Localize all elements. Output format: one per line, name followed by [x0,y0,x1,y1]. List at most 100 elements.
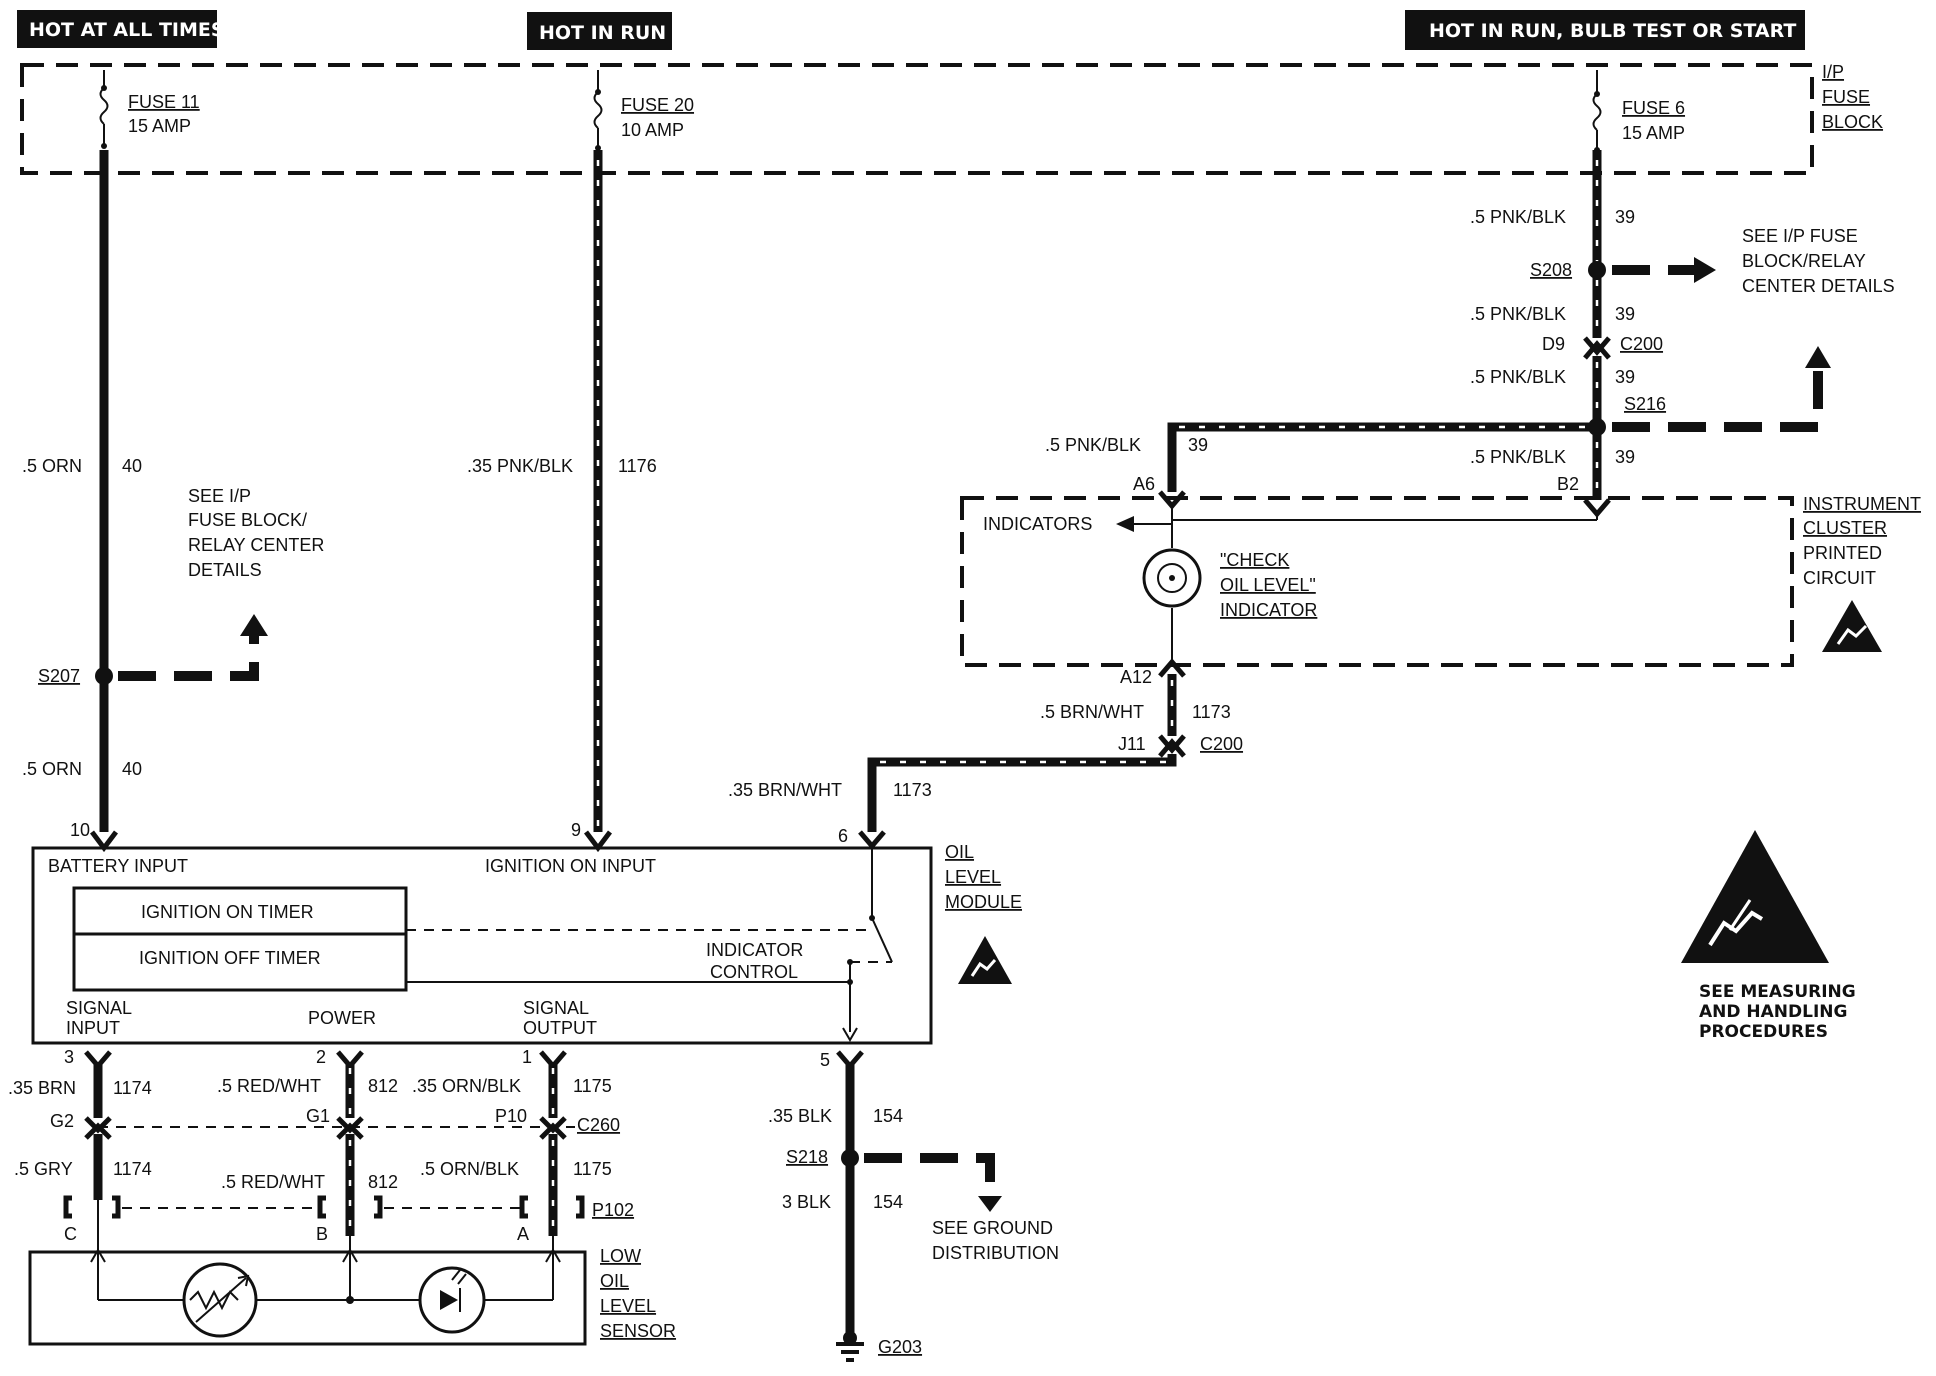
svg-text:OIL: OIL [600,1271,629,1291]
svg-text:INDICATOR: INDICATOR [706,940,803,960]
svg-text:39: 39 [1615,207,1635,227]
see-ground-distribution-note: SEE GROUND DISTRIBUTION [932,1218,1059,1263]
svg-text:SEE GROUND: SEE GROUND [932,1218,1053,1238]
svg-text:.5 PNK/BLK: .5 PNK/BLK [1470,207,1566,227]
svg-text:2: 2 [316,1047,326,1067]
svg-text:1174: 1174 [113,1078,152,1098]
svg-text:812: 812 [368,1076,398,1096]
svg-text:J11: J11 [1118,734,1146,754]
svg-text:FUSE: FUSE [1822,87,1870,107]
fuse-20: FUSE 20 10 AMP [593,70,694,151]
svg-text:LEVEL: LEVEL [600,1296,656,1316]
signal-input-label: SIGNAL INPUT [66,998,132,1038]
check-oil-level-indicator-icon [1142,548,1202,608]
wire-circuit-39-main [1583,150,1611,518]
pin-a6-label: A6 [1133,474,1155,494]
svg-text:SIGNAL: SIGNAL [523,998,589,1018]
svg-text:AND HANDLING: AND HANDLING [1699,1002,1847,1022]
instrument-cluster-outline [960,496,1794,667]
svg-text:"CHECK: "CHECK [1220,550,1289,570]
check-oil-level-indicator-label: "CHECK OIL LEVEL" INDICATOR [1220,550,1317,620]
svg-text:812: 812 [368,1172,398,1192]
wire-label-39-c: .5 PNK/BLK 39 [1470,367,1635,387]
svg-text:SENSOR: SENSOR [600,1321,676,1341]
low-oil-level-sensor [28,1250,587,1346]
svg-text:INPUT: INPUT [66,1018,120,1038]
svg-text:39: 39 [1615,304,1635,324]
wire-circuit-154 [836,1050,864,1338]
svg-text:C200: C200 [1620,334,1663,354]
svg-text:.5 ORN: .5 ORN [22,759,82,779]
oil-level-module-label: OIL LEVEL MODULE [945,842,1022,912]
ignition-on-input-label: IGNITION ON INPUT [485,856,656,876]
pin-9-label: 9 [571,820,581,840]
wire-label-40-top: .5 ORN 40 [22,456,142,476]
header-hot-in-run-bulb-test: HOT IN RUN, BULB TEST OR START [1405,10,1805,50]
svg-text:S207: S207 [38,666,80,686]
svg-text:CLUSTER: CLUSTER [1803,518,1887,538]
cluster-internal-wiring [1116,506,1598,660]
svg-text:BLOCK: BLOCK [1822,112,1883,132]
svg-text:.35 PNK/BLK: .35 PNK/BLK [467,456,573,476]
svg-text:C260: C260 [577,1115,620,1135]
wire-label-1173-a: .5 BRN/WHT 1173 [1040,702,1231,722]
svg-text:5: 5 [820,1050,830,1070]
svg-text:BLOCK/RELAY: BLOCK/RELAY [1742,251,1866,271]
header-hot-at-all-times: HOT AT ALL TIMES [17,10,225,48]
svg-text:.5 BRN/WHT: .5 BRN/WHT [1040,702,1144,722]
svg-text:SIGNAL: SIGNAL [66,998,132,1018]
svg-text:39: 39 [1188,435,1208,455]
svg-text:LOW: LOW [600,1246,641,1266]
svg-text:DETAILS: DETAILS [188,560,262,580]
svg-text:G2: G2 [50,1111,74,1131]
svg-text:39: 39 [1615,367,1635,387]
svg-text:15 AMP: 15 AMP [1622,123,1685,143]
svg-text:LEVEL: LEVEL [945,867,1001,887]
svg-text:P102: P102 [592,1200,634,1220]
svg-text:154: 154 [873,1106,903,1126]
svg-text:10 AMP: 10 AMP [621,120,684,140]
svg-text:SEE I/P FUSE: SEE I/P FUSE [1742,226,1858,246]
svg-text:.35 ORN/BLK: .35 ORN/BLK [412,1076,521,1096]
svg-text:3 BLK: 3 BLK [782,1192,831,1212]
wire-label-1176: .35 PNK/BLK 1176 [467,456,657,476]
svg-text:HOT IN RUN, BULB TEST OR START: HOT IN RUN, BULB TEST OR START [1429,20,1796,42]
instrument-cluster-label: INSTRUMENT CLUSTER PRINTED CIRCUIT [1803,494,1921,588]
svg-text:I/P: I/P [1822,62,1844,82]
svg-text:3: 3 [64,1047,74,1067]
led-icon [418,1266,486,1334]
svg-text:P10: P10 [495,1106,527,1126]
wire-label-40-bottom: .5 ORN 40 [22,759,142,779]
wire-circuit-1173 [858,658,1186,850]
svg-text:RELAY CENTER: RELAY CENTER [188,535,324,555]
pin-10-label: 10 [70,820,90,840]
ignition-off-timer-label: IGNITION OFF TIMER [139,948,321,968]
svg-text:CIRCUIT: CIRCUIT [1803,568,1876,588]
header-hot-in-run: HOT IN RUN [527,12,672,50]
svg-text:.5 RED/WHT: .5 RED/WHT [217,1076,321,1096]
fuse-6: FUSE 6 15 AMP [1592,70,1685,153]
svg-text:HOT AT ALL TIMES: HOT AT ALL TIMES [29,19,225,41]
svg-text:PROCEDURES: PROCEDURES [1699,1022,1828,1042]
wire-circuit-812 [336,1050,364,1236]
splice-s218: S218 [786,1147,1002,1212]
wire-label-154-top: .35 BLK 154 [768,1106,903,1126]
connector-c200-j11: J11 C200 [1118,734,1243,754]
ignition-on-timer-label: IGNITION ON TIMER [141,902,314,922]
connector-c200-d9: D9 C200 [1542,334,1663,354]
timer-block: IGNITION ON TIMER IGNITION OFF TIMER [72,886,408,992]
wire-label-39-b: .5 PNK/BLK 39 [1470,304,1635,324]
wire-circuit-1175 [539,1050,567,1236]
esd-icon-module [958,936,1012,984]
svg-text:.35 BRN/WHT: .35 BRN/WHT [728,780,842,800]
svg-text:D9: D9 [1542,334,1565,354]
splice-s207: S207 [38,614,268,686]
svg-text:FUSE 6: FUSE 6 [1622,98,1685,118]
svg-text:A: A [517,1224,529,1244]
wire-circuit-1176 [584,150,612,853]
svg-text:.5 PNK/BLK: .5 PNK/BLK [1045,435,1141,455]
svg-text:1: 1 [522,1047,532,1067]
svg-text:.5 ORN/BLK: .5 ORN/BLK [420,1159,519,1179]
svg-text:G1: G1 [306,1106,330,1126]
